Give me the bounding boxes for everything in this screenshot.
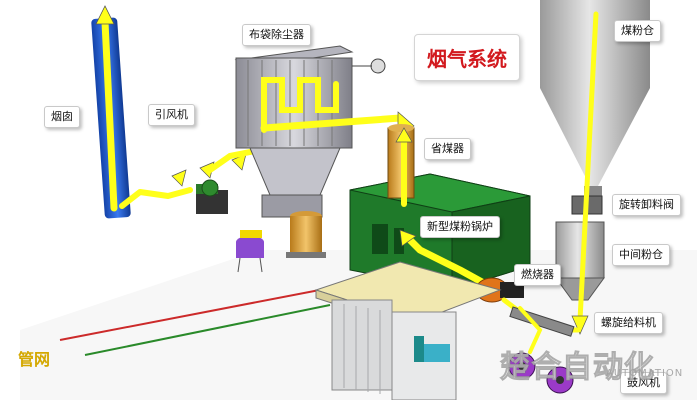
label-blower: 鼓风机 [620, 372, 667, 394]
chimney-flow-arrow [101, 18, 118, 212]
bag-filter-flow-arrows [261, 77, 339, 133]
watermark-cn: 楚合自动化 [500, 350, 655, 386]
label-burner: 燃烧器 [514, 264, 561, 286]
bag-filter-shape [234, 45, 386, 218]
label-chimney: 烟囱 [44, 106, 80, 128]
label-induced-fan: 引风机 [148, 104, 195, 126]
blower-shape [508, 352, 574, 394]
fan-to-chimney-flow [119, 187, 193, 209]
label-bag-filter: 布袋除尘器 [242, 24, 311, 46]
pipe-network-red-line [59, 287, 331, 341]
label-intermediate-bin: 中间粉仓 [612, 244, 670, 266]
label-rotary-valve: 旋转卸料阀 [612, 194, 681, 216]
silo-flow-arrow [577, 11, 599, 323]
label-boiler: 新型煤粉锅炉 [420, 216, 500, 238]
label-pipe-network: 管网 [18, 350, 51, 369]
tan-tank-shape [286, 211, 326, 258]
label-screw-feeder: 螺旋给料机 [594, 312, 663, 334]
filter-to-fan-flow [207, 147, 263, 173]
watermark-en: AUTOMATION [606, 368, 684, 379]
blower-to-burner-flow [518, 306, 543, 354]
pipe-network-green-line [84, 304, 331, 356]
label-economizer: 省煤器 [424, 138, 471, 160]
coal-silo-shape [540, 0, 650, 206]
label-coal-silo: 煤粉仓 [614, 20, 661, 42]
burner-to-boiler-flow [404, 234, 504, 296]
induced-fan-shape [196, 179, 228, 214]
control-cabin-shape [314, 261, 502, 400]
purple-vessel-shape [236, 230, 264, 273]
diagram-title: 烟气系统 [414, 34, 520, 81]
